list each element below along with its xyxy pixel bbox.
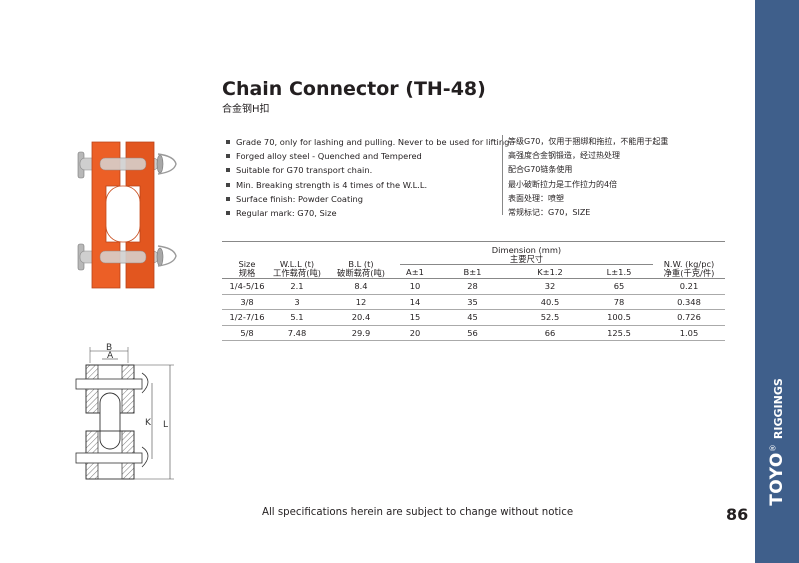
cell-size: 3/8 bbox=[222, 294, 272, 310]
cell-a: 15 bbox=[400, 309, 430, 326]
dim-label-b: B bbox=[106, 343, 112, 353]
cell-bl: 8.4 bbox=[322, 278, 400, 295]
col-dimension-header: Dimension (mm)主要尺寸 bbox=[400, 241, 653, 265]
feature-item-cn: 配合G70链条使用 bbox=[508, 165, 573, 175]
brand-sidebar bbox=[755, 0, 799, 563]
col-wll-header: W.L.L (t)工作载荷(吨) bbox=[273, 259, 321, 278]
cell-k: 32 bbox=[515, 278, 585, 295]
technical-drawing: B A K L bbox=[75, 343, 174, 480]
cell-bl: 29.9 bbox=[322, 325, 400, 341]
feature-item: Grade 70, only for lashing and pulling. … bbox=[226, 135, 512, 149]
col-a-header: A±1 bbox=[406, 266, 424, 277]
cell-size: 5/8 bbox=[222, 325, 272, 341]
table-row: 1/2-7/16 5.1 20.4 15 45 52.5 100.5 0.726 bbox=[222, 309, 725, 326]
col-bl-header: B.L (t)破断载荷(吨) bbox=[337, 259, 385, 278]
feature-item-cn: 表面处理：喷塑 bbox=[508, 193, 564, 203]
feature-item-cn: 高强度合金钢锻造，经过热处理 bbox=[508, 151, 620, 161]
cell-b: 28 bbox=[430, 278, 515, 295]
cell-wll: 2.1 bbox=[272, 278, 322, 295]
cell-k: 52.5 bbox=[515, 309, 585, 326]
cell-nw: 0.21 bbox=[653, 278, 725, 295]
col-k-header: K±1.2 bbox=[537, 266, 563, 277]
cell-b: 45 bbox=[430, 309, 515, 326]
cell-bl: 12 bbox=[322, 294, 400, 310]
feature-item: Min. Breaking strength is 4 times of the… bbox=[226, 178, 512, 192]
col-l-header: L±1.5 bbox=[606, 266, 632, 277]
cell-b: 56 bbox=[430, 325, 515, 341]
brand-sub: RIGGINGS bbox=[772, 378, 785, 440]
brand-name: TOYO bbox=[767, 452, 787, 506]
feature-item: Regular mark: G70, Size bbox=[226, 206, 512, 220]
cell-l: 65 bbox=[585, 278, 653, 295]
table-row: 5/8 7.48 29.9 20 56 66 125.5 1.05 bbox=[222, 325, 725, 341]
col-nw-header: N.W. (kg/pc)净重(千克/件) bbox=[663, 259, 715, 278]
cell-a: 20 bbox=[400, 325, 430, 341]
cell-wll: 7.48 bbox=[272, 325, 322, 341]
product-photo bbox=[77, 141, 177, 289]
cell-l: 78 bbox=[585, 294, 653, 310]
brand-reg-mark: ® bbox=[768, 444, 778, 453]
cell-k: 40.5 bbox=[515, 294, 585, 310]
cell-bl: 20.4 bbox=[322, 309, 400, 326]
footer-note: All specifications herein are subject to… bbox=[262, 507, 574, 518]
cell-l: 125.5 bbox=[585, 325, 653, 341]
dim-label-k: K bbox=[145, 418, 152, 428]
feature-item-cn: 最小破断拉力是工作拉力的4倍 bbox=[508, 179, 618, 189]
cell-wll: 5.1 bbox=[272, 309, 322, 326]
feature-item: Surface finish: Powder Coating bbox=[226, 192, 512, 206]
cell-nw: 0.726 bbox=[653, 309, 725, 326]
table-row: 3/8 3 12 14 35 40.5 78 0.348 bbox=[222, 294, 725, 310]
page-number: 86 bbox=[726, 505, 749, 524]
col-b-header: B±1 bbox=[463, 266, 482, 277]
cell-a: 10 bbox=[400, 278, 430, 295]
table-row: 1/4-5/16 2.1 8.4 10 28 32 65 0.21 bbox=[222, 278, 725, 295]
feature-item-cn: 常规标记：G70，SIZE bbox=[508, 208, 591, 218]
cell-nw: 0.348 bbox=[653, 294, 725, 310]
brand-logo: TOYO® RIGGINGS bbox=[767, 378, 787, 506]
product-subtitle-cn: 合金钢H扣 bbox=[222, 104, 270, 115]
feature-item-cn: 等级G70，仅用于捆绑和拖拉，不能用于起重 bbox=[508, 137, 669, 146]
cell-a: 14 bbox=[400, 294, 430, 310]
product-title: Chain Connector (TH-48) bbox=[222, 78, 486, 100]
cell-k: 66 bbox=[515, 325, 585, 341]
cell-size: 1/4-5/16 bbox=[222, 278, 272, 295]
dim-label-a: A bbox=[107, 351, 114, 361]
features-list-cn: 等级G70，仅用于捆绑和拖拉，不能用于起重 高强度合金钢锻造，经过热处理 配合G… bbox=[502, 135, 669, 217]
cell-nw: 1.05 bbox=[653, 325, 725, 341]
features-list-en: Grade 70, only for lashing and pulling. … bbox=[226, 135, 512, 220]
cell-b: 35 bbox=[430, 294, 515, 310]
cell-l: 100.5 bbox=[585, 309, 653, 326]
dim-label-l: L bbox=[163, 420, 168, 430]
cell-size: 1/2-7/16 bbox=[222, 309, 272, 326]
cell-wll: 3 bbox=[272, 294, 322, 310]
feature-item: Forged alloy steel - Quenched and Temper… bbox=[226, 149, 512, 163]
feature-item: Suitable for G70 transport chain. bbox=[226, 163, 512, 177]
